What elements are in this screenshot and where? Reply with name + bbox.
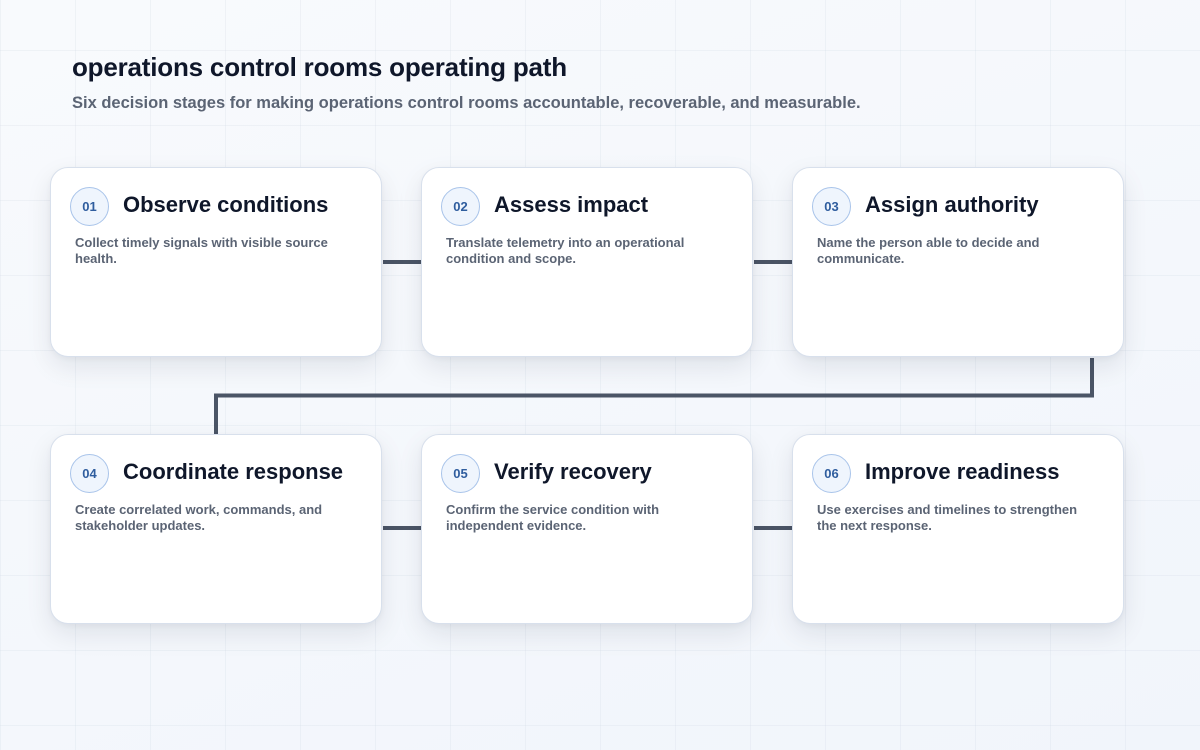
stage-card-observe-conditions: 01 Observe conditions Collect timely sig… (50, 167, 382, 357)
stage-number-badge: 06 (812, 454, 851, 493)
stage-card-improve-readiness: 06 Improve readiness Use exercises and t… (792, 434, 1124, 624)
stage-number-badge: 04 (70, 454, 109, 493)
stage-description: Collect timely signals with visible sour… (75, 235, 328, 266)
stage-number-badge: 01 (70, 187, 109, 226)
stage-description: Name the person able to decide and commu… (817, 235, 1040, 266)
stage-title: Improve readiness (865, 459, 1060, 484)
stage-title: Assign authority (865, 192, 1039, 217)
stage-title: Coordinate response (123, 459, 344, 484)
stage-description: Use exercises and timelines to strengthe… (817, 502, 1078, 533)
diagram-title: operations control rooms operating path (72, 52, 567, 82)
stage-card-assign-authority: 03 Assign authority Name the person able… (792, 167, 1124, 357)
stage-title: Assess impact (494, 192, 649, 217)
stage-number-badge: 05 (441, 454, 480, 493)
stage-title: Observe conditions (123, 192, 329, 217)
stage-card-assess-impact: 02 Assess impact Translate telemetry int… (421, 167, 753, 357)
stage-number-badge: 03 (812, 187, 851, 226)
stage-title: Verify recovery (494, 459, 652, 484)
stage-description: Confirm the service condition with indep… (446, 502, 660, 533)
stage-number-badge: 02 (441, 187, 480, 226)
stage-description: Translate telemetry into an operational … (446, 235, 685, 266)
diagram-subtitle: Six decision stages for making operation… (72, 94, 861, 112)
stage-card-coordinate-response: 04 Coordinate response Create correlated… (50, 434, 382, 624)
stage-description: Create correlated work, commands, and st… (75, 502, 323, 533)
stage-card-verify-recovery: 05 Verify recovery Confirm the service c… (421, 434, 753, 624)
connector-03-04 (214, 358, 1094, 434)
